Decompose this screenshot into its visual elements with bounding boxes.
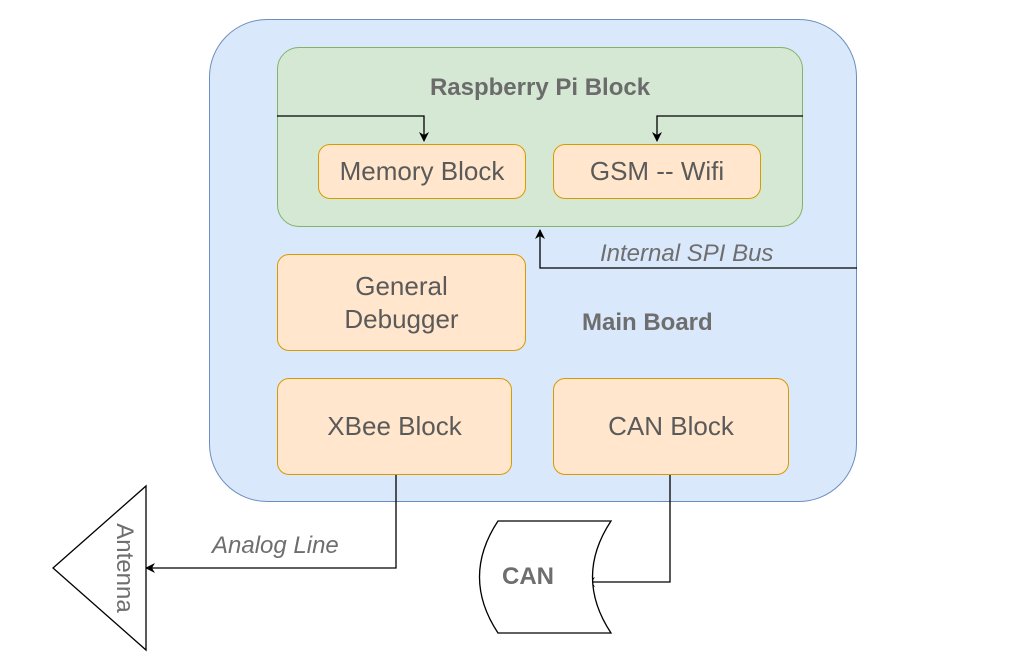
antenna-shape [52,484,147,652]
can-block: CAN Block [553,378,789,475]
gsm-wifi-label: GSM -- Wifi [589,156,725,186]
internal-spi-label: Internal SPI Bus [600,240,774,267]
analog-line-label: Analog Line [212,532,339,559]
antenna-label: Antenna [111,523,138,613]
can-block-label: CAN Block [608,411,734,441]
xbee-block-label: XBee Block [327,411,462,441]
can-bus-label: CAN [502,563,554,590]
gsm-connector [652,115,803,142]
general-debugger-label: General Debugger [344,270,459,334]
internal-spi-connector [535,229,857,269]
gsm-wifi-block: GSM -- Wifi [553,144,761,199]
memory-connector [277,115,429,142]
can-connector [585,475,671,587]
xbee-block: XBee Block [277,378,512,475]
memory-block-label: Memory Block [339,156,505,186]
main-board-label: Main Board [582,309,713,336]
can-bus-shape [478,520,613,634]
general-debugger-block: General Debugger [277,254,526,351]
raspberry-pi-title: Raspberry Pi Block [429,74,651,101]
analog-line-connector [145,475,397,573]
memory-block: Memory Block [318,144,526,199]
